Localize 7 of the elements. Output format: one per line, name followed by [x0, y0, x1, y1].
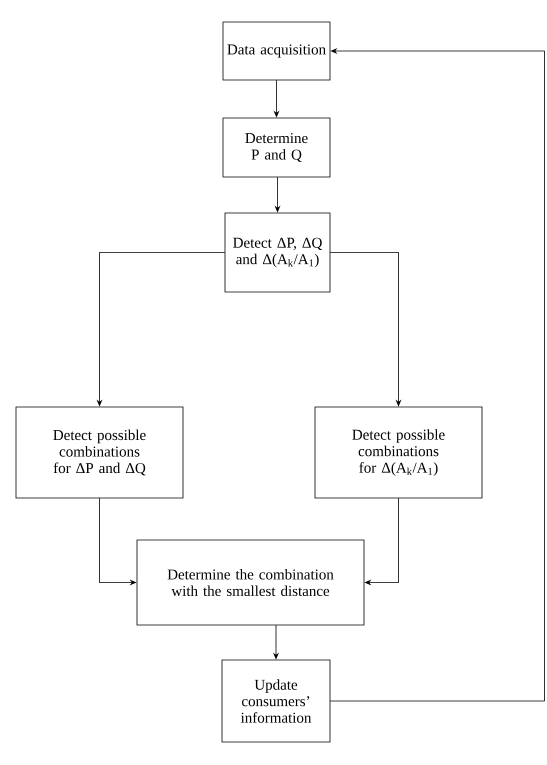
process-box: Data acquisition: [222, 22, 330, 80]
process-box: Determine the combination with the smallest distance: [136, 540, 364, 626]
process-box: Determine P and Q: [222, 118, 330, 178]
process-box: Detect possible combinations for Δ(A$_{k}$/A$_{1}$): [314, 406, 482, 498]
process-box: Update consumers’ information: [222, 660, 330, 742]
process-box: Detect possible combinations for ΔP and ΔQ: [16, 406, 184, 498]
process-box: Detect ΔP, ΔQ and Δ(A$_{k}$/A$_{1}$): [224, 212, 330, 292]
